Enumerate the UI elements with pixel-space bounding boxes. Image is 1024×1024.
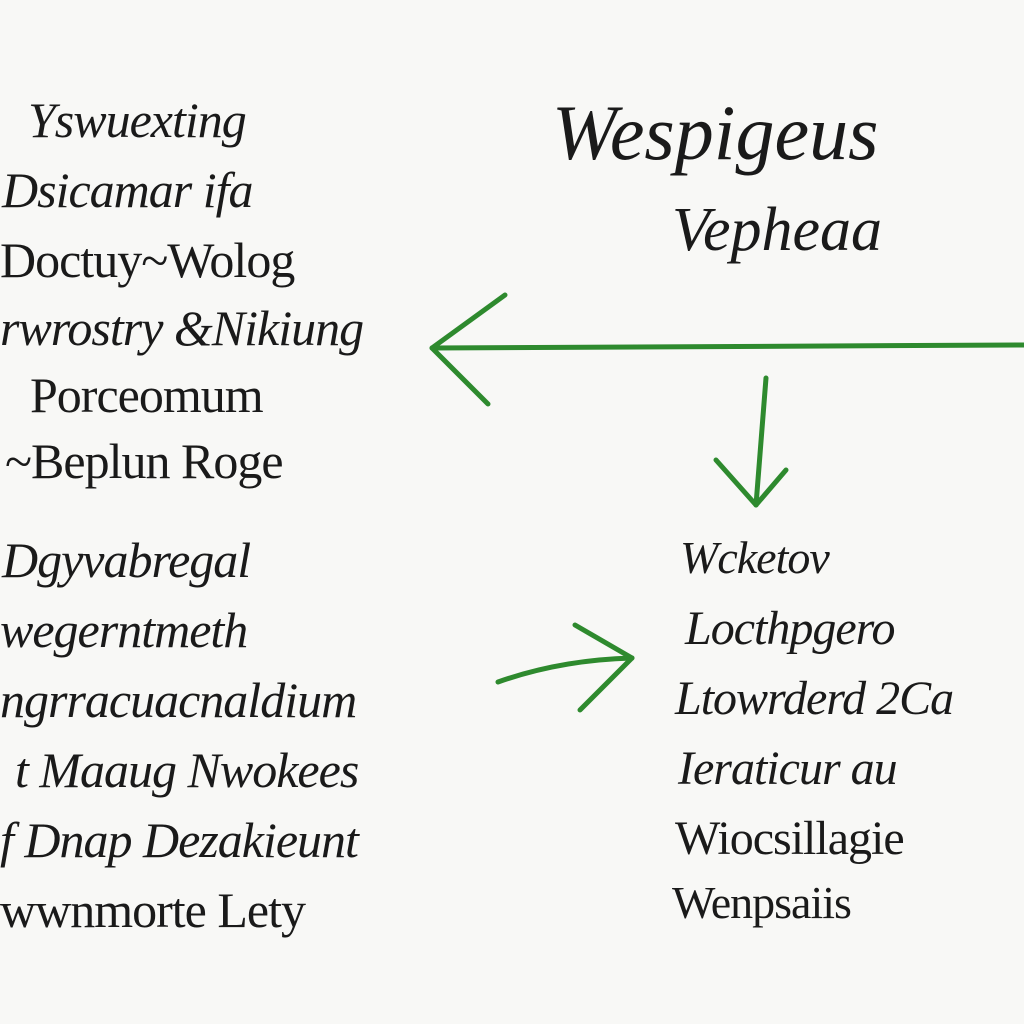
text-line: Dsicamar ifa [2, 162, 253, 218]
down-arrow-icon [713, 375, 789, 508]
text-line: Locthpgero [685, 602, 896, 655]
text-line: rwrostry &Nikiung [0, 300, 364, 356]
text-line: wegerntmeth [0, 602, 248, 658]
text-line: Wiocsillagie [675, 812, 905, 865]
text-line: Wcketov [680, 532, 830, 583]
text-line: f Dnap Dezakieunt [0, 812, 359, 868]
left-arrow-icon [429, 292, 1024, 407]
subtitle-line: Vepheaa [672, 196, 883, 264]
text-line: ~Beplun Roge [5, 433, 284, 489]
text-line: Doctuy~Wolog [0, 232, 295, 288]
text-line: Dgyvabregal [2, 532, 251, 588]
title-line: Wespigeus [552, 89, 879, 176]
text-line: wwnmorte Lety [0, 882, 306, 938]
text-line: t Maaug Nwokees [15, 742, 359, 798]
text-line: Ltowrderd 2Ca [675, 672, 954, 725]
text-line: Wenpsaiis [672, 877, 852, 928]
text-line: Ieraticur au [678, 742, 898, 795]
right-arrow-icon [495, 622, 635, 713]
text-line: Yswuexting [28, 92, 247, 148]
text-line: ngrracuacnaldium [0, 672, 357, 728]
text-line: Porceomum [30, 367, 264, 423]
